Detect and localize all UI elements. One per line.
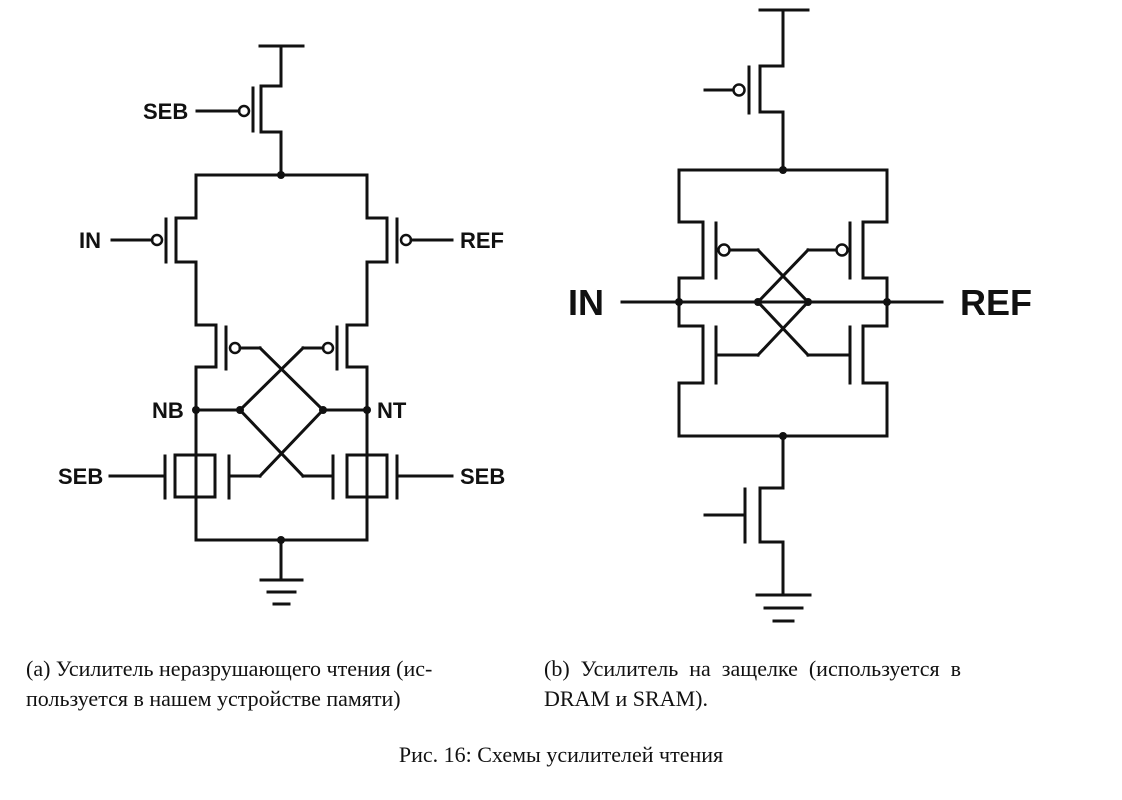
ground-a <box>259 538 304 606</box>
label-seb-left: SEB <box>58 464 103 489</box>
label-nb: NB <box>152 398 184 423</box>
pmos-latch-left-b <box>714 221 760 280</box>
caption-b: (b) Усилитель на защелке (используется в… <box>544 654 1074 714</box>
nmos-latch-left-b <box>714 325 760 385</box>
cross-coupling-b <box>755 247 811 358</box>
nmos-pair-right-a <box>301 408 454 542</box>
label-in-b: IN <box>568 282 604 323</box>
label-ref-a: REF <box>460 228 504 253</box>
caption-a: (a) Усилитель неразрушающего чтения (ис-… <box>26 654 536 714</box>
circuit-b <box>620 8 944 623</box>
caption-a-line1: (a) Усилитель неразрушающего чтения (ис- <box>26 656 433 681</box>
caption-b-line2: DRAM и SRAM). <box>544 686 708 711</box>
label-ref-b: REF <box>960 282 1032 323</box>
circuit-a <box>108 44 454 606</box>
label-in-a: IN <box>79 228 101 253</box>
pmos-latch-left-a <box>194 323 262 412</box>
cross-coupling-a <box>237 345 326 479</box>
ground-b <box>755 593 812 623</box>
caption-a-line2: пользуется в нашем устройстве памяти) <box>26 686 401 711</box>
nmos-bottom-b <box>703 434 785 597</box>
pmos-latch-right-a <box>301 323 369 412</box>
pmos-in-a <box>110 173 198 327</box>
nmos-pair-left-a <box>108 408 262 542</box>
label-seb-top: SEB <box>143 99 188 124</box>
nmos-latch-right-b <box>806 325 852 385</box>
pmos-top-b <box>703 8 785 172</box>
figure-caption: Рис. 16: Схемы усилителей чтения <box>398 742 724 767</box>
caption-b-line1: (b) Усилитель на защелке (используется в <box>544 656 962 681</box>
schematics-canvas: SEB IN REF NB NT SEB SEB IN REF <box>58 8 1032 623</box>
label-nt: NT <box>377 398 407 423</box>
pmos-latch-right-b <box>806 221 852 280</box>
pmos-seb-top-a <box>195 44 283 177</box>
label-seb-right: SEB <box>460 464 505 489</box>
pmos-ref-a <box>365 173 454 327</box>
